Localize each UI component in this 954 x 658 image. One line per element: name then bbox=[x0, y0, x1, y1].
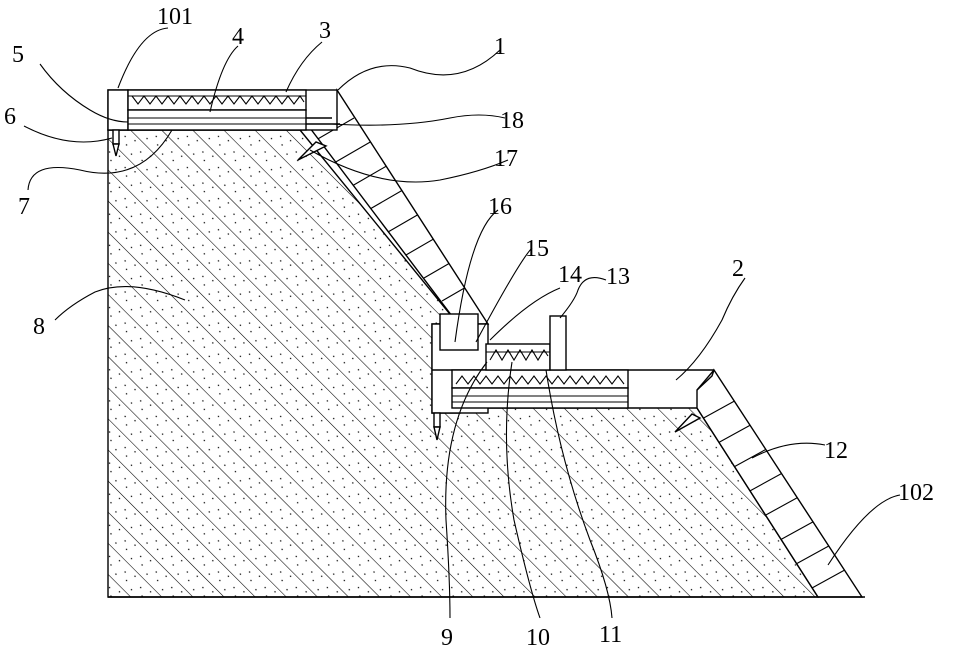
label-10: 10 bbox=[526, 625, 550, 651]
label-7: 7 bbox=[18, 194, 30, 220]
label-12: 12 bbox=[824, 438, 848, 464]
label-2: 2 bbox=[732, 256, 744, 282]
label-15: 15 bbox=[525, 236, 549, 262]
label-5: 5 bbox=[12, 42, 24, 68]
label-8: 8 bbox=[33, 314, 45, 340]
label-14: 14 bbox=[558, 262, 582, 288]
upper-platform bbox=[108, 90, 340, 130]
label-101: 101 bbox=[157, 4, 193, 30]
label-11: 11 bbox=[599, 622, 622, 648]
label-4: 4 bbox=[232, 24, 244, 50]
label-9: 9 bbox=[441, 625, 453, 651]
lower-platform bbox=[432, 314, 714, 413]
label-16: 16 bbox=[488, 194, 512, 220]
label-17: 17 bbox=[494, 146, 518, 172]
label-18: 18 bbox=[500, 108, 524, 134]
label-3: 3 bbox=[319, 18, 331, 44]
label-6: 6 bbox=[4, 104, 16, 130]
label-102: 102 bbox=[898, 480, 934, 506]
label-13: 13 bbox=[606, 264, 630, 290]
label-1: 1 bbox=[494, 34, 506, 60]
